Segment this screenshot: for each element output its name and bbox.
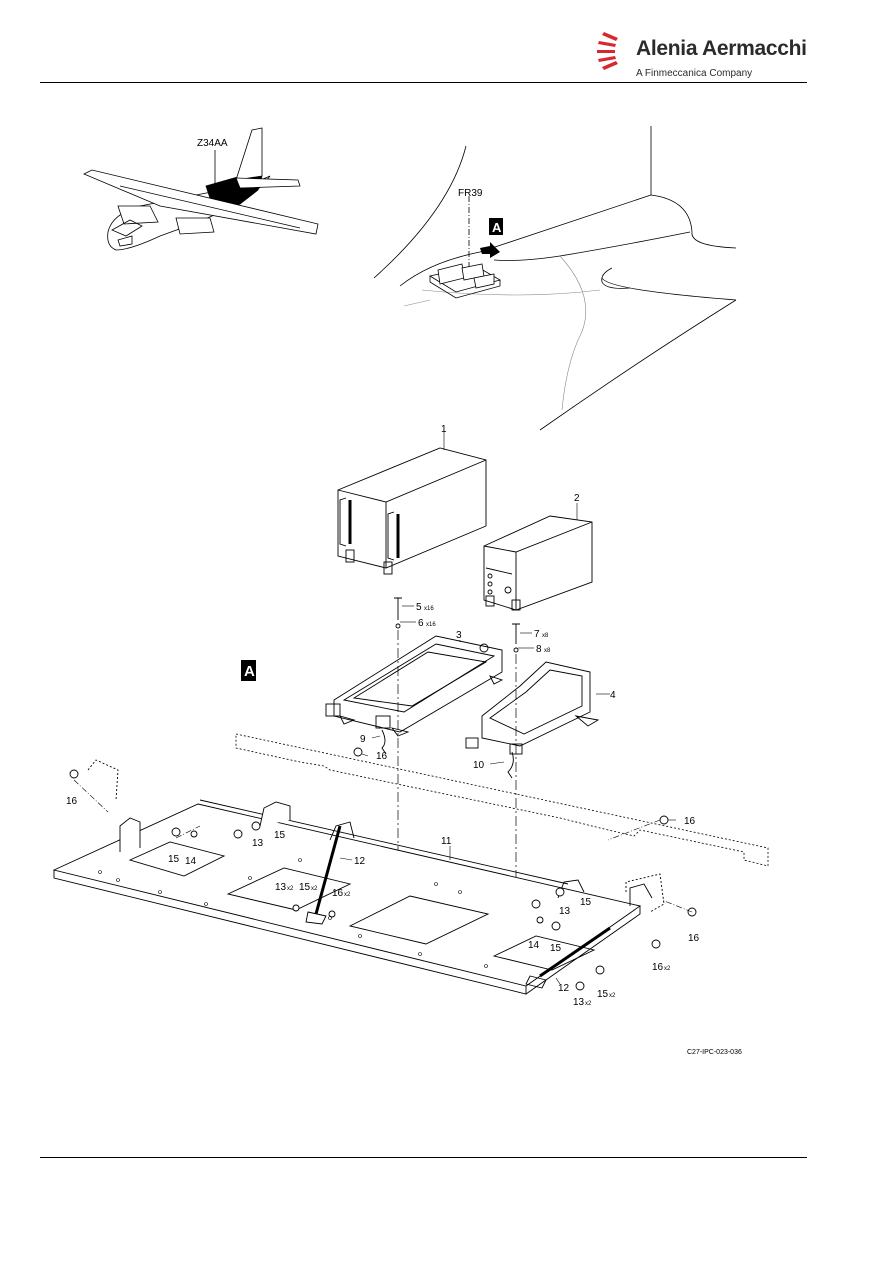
callout-8: 8 bbox=[536, 644, 542, 655]
stripes-logo-icon bbox=[597, 32, 618, 70]
logo-subtitle: A Finmeccanica Company bbox=[636, 68, 753, 79]
fasteners bbox=[69, 747, 697, 991]
callout-13-b: 13 bbox=[559, 906, 571, 917]
base-plate-11 bbox=[52, 759, 665, 995]
callout-16-e: 16 bbox=[332, 888, 344, 899]
callout-5: 5 bbox=[416, 602, 422, 613]
strut-12-right-foot bbox=[525, 975, 547, 989]
component-box-2 bbox=[483, 515, 593, 611]
callouts: 1 2 3 4 5 x16 6 x16 7 x8 8 x8 9 10 11 12… bbox=[66, 424, 700, 1008]
callout-13-d-qty: x2 bbox=[585, 1001, 592, 1007]
svg-text:A: A bbox=[244, 663, 255, 680]
callout-15-e: 15 bbox=[597, 989, 609, 1000]
callout-10: 10 bbox=[473, 760, 485, 771]
cable-9 bbox=[381, 729, 387, 755]
callout-3: 3 bbox=[456, 630, 462, 641]
footer-rule bbox=[40, 1157, 807, 1158]
header-rule bbox=[40, 82, 807, 83]
callout-5-qty: x16 bbox=[424, 606, 434, 612]
callout-15-b: 15 bbox=[168, 854, 180, 865]
callout-14-b: 14 bbox=[528, 940, 540, 951]
callout-12-left: 12 bbox=[354, 856, 366, 867]
callout-16-d: 16 bbox=[688, 933, 700, 944]
callout-9: 9 bbox=[360, 734, 366, 745]
callout-16-a: 16 bbox=[376, 751, 388, 762]
callout-1: 1 bbox=[441, 424, 447, 435]
callout-2: 2 bbox=[574, 493, 580, 504]
component-box-1 bbox=[337, 447, 487, 575]
callout-13-c: 13 bbox=[275, 882, 287, 893]
strut-12-left bbox=[314, 825, 342, 915]
callout-15-f: 15 bbox=[550, 943, 562, 954]
view-a-marker-letter: A bbox=[492, 220, 502, 235]
callout-15-e-qty: x2 bbox=[609, 993, 616, 999]
callout-4: 4 bbox=[610, 690, 616, 701]
screw-5 bbox=[394, 597, 402, 620]
callout-16-f: 16 bbox=[652, 962, 664, 973]
tray-3 bbox=[325, 635, 504, 737]
callout-7: 7 bbox=[534, 629, 540, 640]
logo-name: Alenia Aermacchi bbox=[636, 37, 807, 60]
callout-16-e-qty: x2 bbox=[344, 892, 351, 898]
washer-6 bbox=[395, 623, 401, 629]
cable-10 bbox=[507, 751, 514, 779]
screw-7 bbox=[512, 623, 520, 644]
aircraft-locator bbox=[83, 127, 319, 251]
tray-4 bbox=[465, 661, 600, 755]
leader-lines bbox=[339, 432, 676, 985]
zone-label: Z34AA bbox=[197, 138, 228, 149]
callout-6: 6 bbox=[418, 618, 424, 629]
washer-8 bbox=[513, 647, 519, 653]
page-header: Alenia Aermacchi A Finmeccanica Company bbox=[0, 0, 893, 84]
strut-12-right bbox=[539, 926, 611, 978]
callout-13-a: 13 bbox=[252, 838, 264, 849]
detail-a-view-label: A bbox=[241, 660, 256, 681]
callout-16-b: 16 bbox=[66, 796, 78, 807]
callout-16-c: 16 bbox=[684, 816, 696, 827]
callout-14-a: 14 bbox=[185, 856, 197, 867]
fuselage-closeup bbox=[373, 126, 737, 431]
callout-12-right: 12 bbox=[558, 983, 570, 994]
callout-8-qty: x8 bbox=[544, 648, 551, 654]
view-arrow-icon bbox=[480, 242, 500, 258]
company-logo: Alenia Aermacchi A Finmeccanica Company bbox=[596, 24, 807, 84]
callout-13-c-qty: x2 bbox=[287, 886, 294, 892]
strut-12-left-foot bbox=[305, 911, 327, 925]
callout-15-c: 15 bbox=[299, 882, 311, 893]
figure-id: C27-IPC-023-036 bbox=[687, 1049, 742, 1056]
frame-label: FR39 bbox=[458, 188, 483, 199]
view-a-marker: A bbox=[480, 218, 503, 258]
callout-15-c-qty: x2 bbox=[311, 886, 318, 892]
callout-11: 11 bbox=[441, 836, 452, 847]
callout-16-f-qty: x2 bbox=[664, 966, 671, 972]
ipc-figure: Z34AA FR39 A A bbox=[52, 126, 769, 1008]
callout-6-qty: x16 bbox=[426, 622, 436, 628]
callout-15-d: 15 bbox=[580, 897, 592, 908]
callout-15-a: 15 bbox=[274, 830, 286, 841]
callout-7-qty: x8 bbox=[542, 633, 549, 639]
callout-13-d: 13 bbox=[573, 997, 585, 1008]
